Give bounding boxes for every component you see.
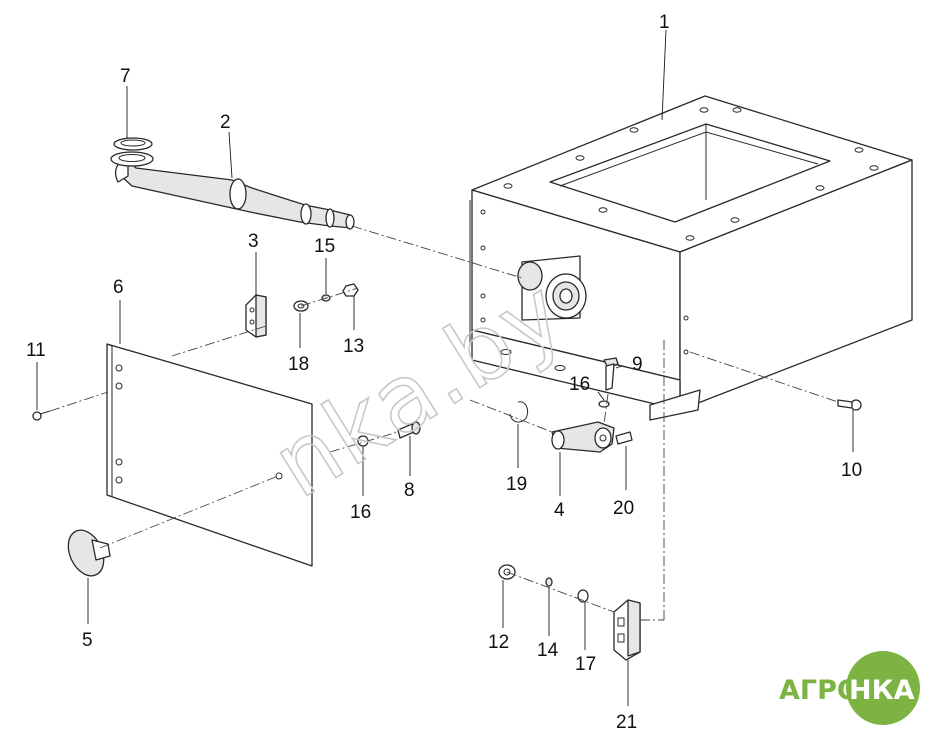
callout-3: 3 [248, 231, 259, 252]
circlip-part-19 [509, 401, 529, 423]
knob-caps-part-7 [110, 137, 154, 167]
callout-labels: 1 2 3 4 5 6 7 8 9 10 11 12 13 14 15 16 1… [26, 12, 862, 733]
callout-13: 13 [343, 336, 364, 357]
logo-text-right: НКА [849, 675, 915, 706]
bracket-part-3 [245, 294, 267, 338]
callout-2: 2 [220, 112, 231, 133]
lever-shaft-part-2 [114, 159, 355, 230]
washer-part-14 [545, 577, 553, 587]
bracket-part-21 [613, 599, 641, 661]
callout-7: 7 [120, 66, 131, 87]
callout-19: 19 [506, 474, 527, 495]
cover-plate-part-6 [106, 343, 313, 567]
callout-16-upper: 16 [569, 374, 590, 395]
screw-part-11 [32, 410, 51, 421]
callout-16-lower: 16 [350, 502, 371, 523]
washer-part-16-upper [598, 400, 610, 408]
callout-15: 15 [314, 236, 335, 257]
agronka-logo: АГРО НКА [779, 651, 920, 725]
callout-8: 8 [404, 480, 415, 501]
nut-part-13 [342, 283, 359, 297]
callout-5: 5 [82, 630, 93, 651]
housing-box-part-1 [469, 95, 913, 421]
callout-18: 18 [288, 354, 309, 375]
callout-17: 17 [575, 654, 596, 675]
housing-holes [480, 107, 879, 371]
callout-1: 1 [659, 12, 670, 33]
leader-lines [36, 29, 854, 706]
logo-text-left: АГРО [779, 675, 860, 706]
bolt-part-9 [603, 357, 619, 391]
callout-4: 4 [554, 500, 565, 521]
knob-part-5 [67, 529, 111, 577]
callout-11: 11 [26, 340, 46, 361]
screw-part-10 [837, 399, 862, 411]
callout-20: 20 [613, 498, 634, 519]
callout-9: 9 [632, 354, 643, 375]
logo-circle [846, 651, 920, 725]
callout-14: 14 [537, 640, 559, 661]
callout-12: 12 [488, 632, 509, 653]
screw-part-8 [397, 421, 421, 439]
bearing-housing [517, 255, 587, 321]
crank-part-4 [551, 421, 615, 453]
callout-10: 10 [841, 460, 862, 481]
watermark-text: nka.by [255, 258, 583, 519]
callout-6: 6 [113, 277, 124, 298]
callout-21: 21 [616, 712, 637, 733]
assembly-lines [49, 225, 839, 621]
pin-part-20 [615, 431, 633, 445]
